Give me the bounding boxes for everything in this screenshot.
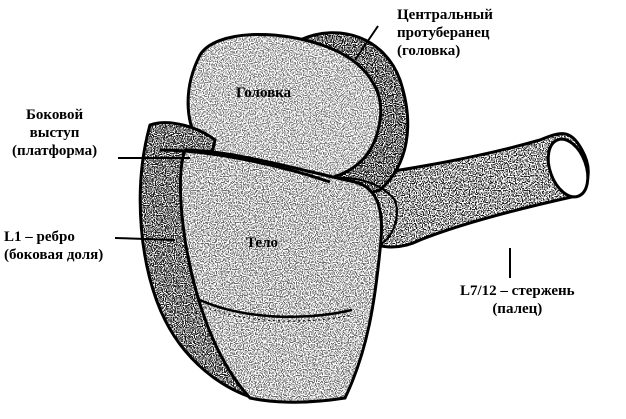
body-label: Тело: [246, 235, 279, 251]
leader-central: [354, 25, 379, 61]
leader-rib: [114, 237, 176, 241]
head-label: Головка: [236, 85, 292, 101]
rod-label: L7/12 – стержень (палец): [460, 283, 575, 317]
lateral-platform-label: Боковой выступ (платформа): [12, 107, 98, 159]
central-protuberance-label: Центральный протуберанец (головка): [397, 7, 493, 59]
rib-label: L1 – ребро (боковая доля): [4, 229, 104, 263]
